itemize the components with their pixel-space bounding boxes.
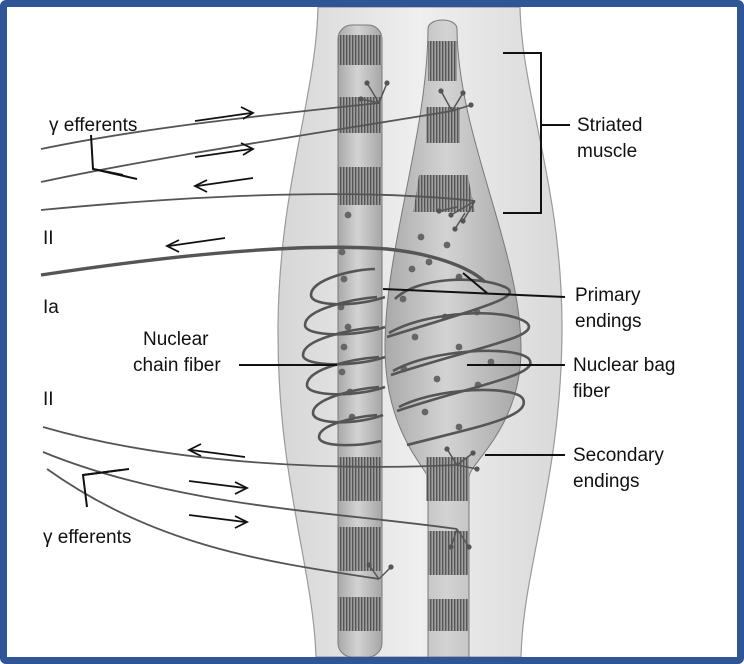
primary-endings-label-line2: endings <box>575 311 642 332</box>
arrow-right-3 <box>189 481 247 494</box>
arrow-right-1 <box>195 107 253 121</box>
nuclear-bag-label-line2: fiber <box>573 381 611 402</box>
arrow-left-1 <box>195 178 253 192</box>
ii-top-label: II <box>43 228 54 249</box>
nuclear-bag-label-line1: Nuclear bag <box>573 355 675 376</box>
primary-endings-label-line1: Primary <box>575 285 641 306</box>
ii-bottom-label: II <box>43 389 54 410</box>
gamma-efferents-top-label: γ efferents <box>49 115 137 136</box>
secondary-endings-label-line2: endings <box>573 471 640 492</box>
striated-muscle-label-line2: muscle <box>577 141 637 162</box>
arrow-right-2 <box>195 143 253 157</box>
muscle-spindle-diagram: γ efferents II Ia II γ efferents Nuclear… <box>7 7 737 657</box>
ia-label: Ia <box>43 297 59 318</box>
arrow-left-2 <box>167 238 225 252</box>
direction-arrows <box>167 107 253 528</box>
secondary-endings-label-line1: Secondary <box>573 445 664 466</box>
nuclear-chain-label-line2: chain fiber <box>133 355 221 376</box>
nuclear-chain-label-line1: Nuclear <box>143 329 209 350</box>
arrow-left-3 <box>189 444 245 457</box>
gamma-efferents-bottom-label: γ efferents <box>43 527 131 548</box>
arrow-right-4 <box>189 515 247 528</box>
striated-muscle-label-line1: Striated <box>577 115 642 136</box>
